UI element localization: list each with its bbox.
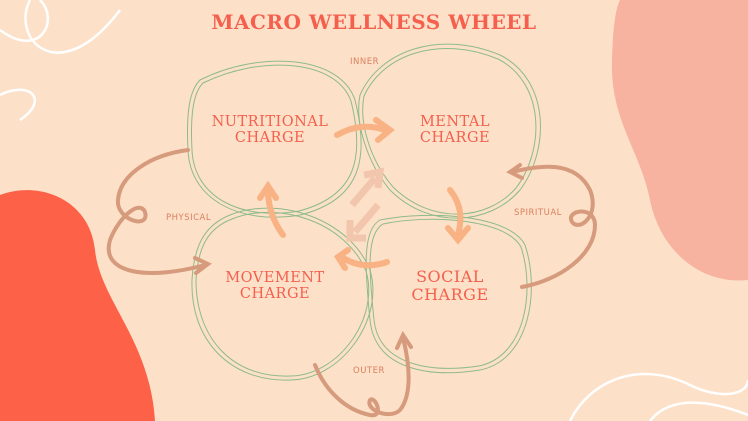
node-social: SOCIAL CHARGE — [395, 268, 505, 304]
arrow-center-down — [352, 202, 381, 235]
ring-nutritional — [187, 60, 362, 218]
ring-mental-inner — [362, 47, 537, 215]
node-social-line1: SOCIAL — [416, 267, 484, 286]
ring-social — [365, 214, 532, 374]
ring-movement-inner — [195, 211, 370, 377]
arrow-center-up — [349, 175, 378, 208]
arrow-nutritional-to-mental — [334, 123, 388, 138]
label-spiritual: SPIRITUAL — [514, 208, 562, 218]
node-mental: MENTAL CHARGE — [395, 114, 515, 146]
outer-arrows — [106, 148, 598, 418]
label-outer: OUTER — [353, 366, 385, 376]
ring-social-inner — [369, 218, 528, 369]
arrow-physical — [106, 148, 207, 275]
arrow-spiritual — [510, 164, 598, 289]
node-movement-line2: CHARGE — [239, 286, 311, 302]
ring-nutritional-inner — [191, 64, 358, 214]
node-mental-line2: CHARGE — [419, 130, 491, 146]
node-nutritional-line2: CHARGE — [234, 130, 306, 146]
center-arrows — [346, 167, 385, 242]
pink-blob — [611, 0, 748, 281]
node-movement: MOVEMENT CHARGE — [215, 270, 335, 302]
node-movement-line1: MOVEMENT — [225, 270, 325, 286]
rings — [187, 43, 541, 381]
node-social-line2: CHARGE — [411, 285, 489, 304]
label-inner: INNER — [350, 57, 380, 67]
red-blob — [0, 190, 155, 421]
page-title: MACRO WELLNESS WHEEL — [211, 10, 537, 34]
arrow-movement-to-nutritional — [265, 187, 286, 238]
inner-arrows — [257, 117, 471, 271]
arrow-outer — [313, 336, 411, 418]
arrow-mental-to-social — [447, 187, 464, 238]
label-physical: PHYSICAL — [166, 213, 212, 223]
arrow-social-to-movement — [340, 255, 390, 269]
node-nutritional: NUTRITIONAL CHARGE — [200, 114, 340, 146]
node-mental-line1: MENTAL — [419, 114, 491, 130]
node-nutritional-line1: NUTRITIONAL — [211, 114, 329, 130]
